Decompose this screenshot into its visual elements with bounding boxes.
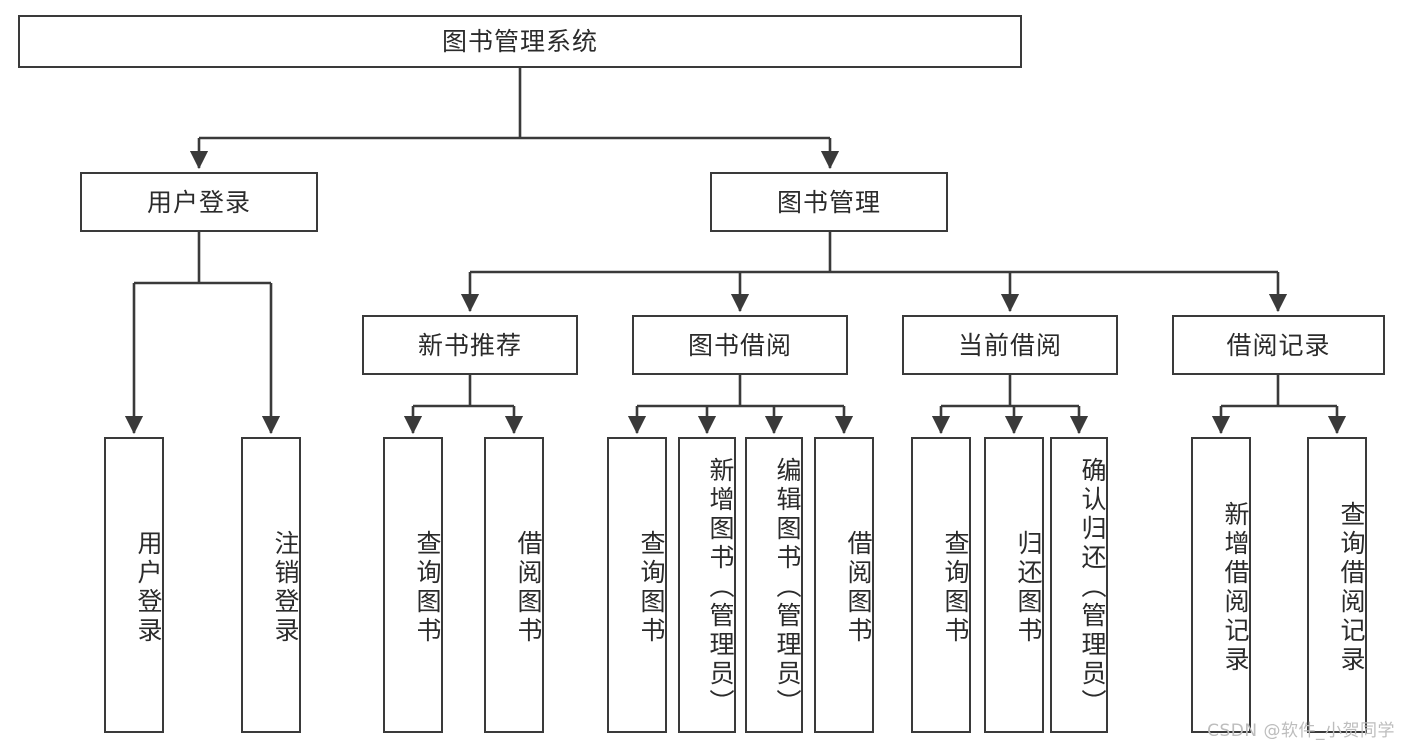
- node-leaf-query-book-3[interactable]: 查询图书: [911, 437, 971, 733]
- node-leaf-user-login[interactable]: 用户登录: [104, 437, 164, 733]
- node-leaf-query-book-2[interactable]: 查询图书: [607, 437, 667, 733]
- node-leaf-query-book-1[interactable]: 查询图书: [383, 437, 443, 733]
- node-borrow-record[interactable]: 借阅记录: [1172, 315, 1385, 375]
- node-leaf-logout-login-label: 注销登录: [271, 530, 300, 646]
- node-leaf-query-book-1-label: 查询图书: [413, 530, 442, 646]
- node-book-management[interactable]: 图书管理: [710, 172, 948, 232]
- node-current-borrow-label: 当前借阅: [957, 330, 1062, 360]
- node-user-login-label: 用户登录: [146, 187, 251, 217]
- node-leaf-borrow-book-2[interactable]: 借阅图书: [814, 437, 874, 733]
- node-leaf-query-book-2-label: 查询图书: [637, 530, 666, 646]
- node-leaf-add-borrow-record[interactable]: 新增借阅记录: [1191, 437, 1251, 733]
- node-leaf-add-book-admin-label: 新增图书（管理员）: [706, 456, 735, 718]
- node-leaf-query-borrow-record-label: 查询借阅记录: [1337, 501, 1366, 675]
- node-leaf-confirm-return[interactable]: 确认归还（管理员）: [1050, 437, 1108, 733]
- node-leaf-confirm-return-label: 确认归还（管理员）: [1078, 456, 1107, 718]
- node-leaf-logout-login[interactable]: 注销登录: [241, 437, 301, 733]
- node-leaf-add-book-admin[interactable]: 新增图书（管理员）: [678, 437, 736, 733]
- node-book-borrow[interactable]: 图书借阅: [632, 315, 848, 375]
- node-book-borrow-label: 图书借阅: [687, 330, 792, 360]
- node-leaf-borrow-book-2-label: 借阅图书: [844, 530, 873, 646]
- node-new-book-recommend-label: 新书推荐: [417, 330, 522, 360]
- node-leaf-return-book[interactable]: 归还图书: [984, 437, 1044, 733]
- node-leaf-borrow-book-1-label: 借阅图书: [514, 530, 543, 646]
- node-leaf-return-book-label: 归还图书: [1014, 530, 1043, 646]
- node-leaf-query-book-3-label: 查询图书: [941, 530, 970, 646]
- node-root-system[interactable]: 图书管理系统: [18, 15, 1022, 68]
- node-root-system-label: 图书管理系统: [441, 27, 598, 56]
- node-leaf-query-borrow-record[interactable]: 查询借阅记录: [1307, 437, 1367, 733]
- node-leaf-user-login-label: 用户登录: [134, 530, 163, 646]
- node-leaf-add-borrow-record-label: 新增借阅记录: [1221, 501, 1250, 675]
- node-leaf-borrow-book-1[interactable]: 借阅图书: [484, 437, 544, 733]
- node-current-borrow[interactable]: 当前借阅: [902, 315, 1118, 375]
- node-borrow-record-label: 借阅记录: [1226, 330, 1331, 360]
- node-book-management-label: 图书管理: [776, 187, 881, 217]
- node-leaf-edit-book-admin[interactable]: 编辑图书（管理员）: [745, 437, 803, 733]
- node-leaf-edit-book-admin-label: 编辑图书（管理员）: [773, 456, 802, 718]
- node-new-book-recommend[interactable]: 新书推荐: [362, 315, 578, 375]
- node-user-login[interactable]: 用户登录: [80, 172, 318, 232]
